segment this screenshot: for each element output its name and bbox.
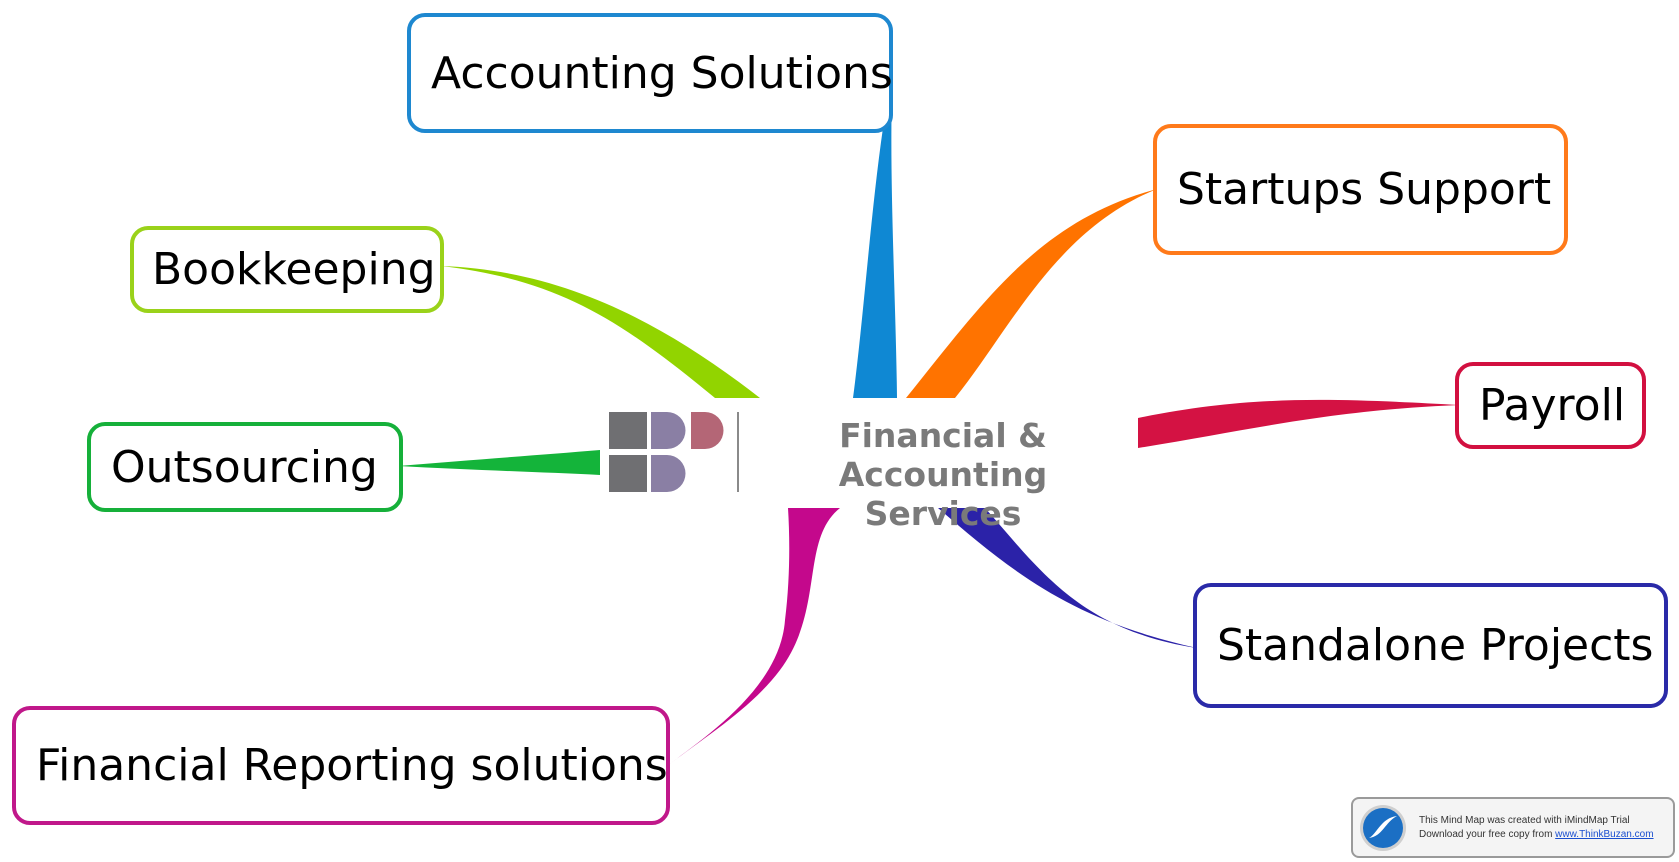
watermark-line2: Download your free copy from www.ThinkBu…	[1419, 828, 1654, 842]
branch-startups-support	[906, 189, 1157, 398]
node-label: Financial Reporting solutions	[36, 740, 668, 791]
node-label: Payroll	[1479, 380, 1626, 431]
node-label: Startups Support	[1177, 164, 1552, 215]
central-topic-line2: Services	[864, 494, 1022, 533]
central-topic-line1: Financial & Accounting	[838, 416, 1048, 494]
branch-standalone-projects	[938, 508, 1197, 648]
watermark-line1: This Mind Map was created with iMindMap …	[1419, 814, 1630, 826]
node-payroll[interactable]: Payroll	[1455, 362, 1646, 449]
branch-payroll	[1138, 399, 1460, 448]
node-label: Outsourcing	[111, 441, 378, 493]
node-bookkeeping[interactable]: Bookkeeping	[130, 226, 444, 313]
imindmap-watermark: This Mind Map was created with iMindMap …	[1351, 797, 1675, 858]
branch-outsourcing	[398, 450, 600, 475]
node-accounting-solutions[interactable]: Accounting Solutions	[407, 13, 893, 133]
thinkbuzan-link[interactable]: www.ThinkBuzan.com	[1555, 828, 1654, 840]
branch-financial-reporting	[666, 508, 840, 767]
watermark-text: This Mind Map was created with iMindMap …	[1419, 814, 1654, 842]
node-standalone-projects[interactable]: Standalone Projects	[1193, 583, 1668, 708]
imindmap-logo-icon	[1360, 804, 1406, 851]
node-outsourcing[interactable]: Outsourcing	[87, 422, 403, 512]
central-topic[interactable]: Financial & Accounting Services	[748, 416, 1138, 533]
branch-bookkeeping	[441, 266, 760, 398]
node-financial-reporting-solutions[interactable]: Financial Reporting solutions	[12, 706, 670, 825]
branch-accounting-solutions	[853, 70, 897, 398]
center-divider	[737, 412, 739, 492]
watermark-line2-prefix: Download your free copy from	[1419, 828, 1556, 840]
node-label: Accounting Solutions	[431, 47, 893, 99]
node-startups-support[interactable]: Startups Support	[1153, 124, 1568, 255]
company-logo	[609, 412, 724, 492]
node-label: Standalone Projects	[1217, 620, 1654, 671]
node-label: Bookkeeping	[152, 244, 436, 295]
